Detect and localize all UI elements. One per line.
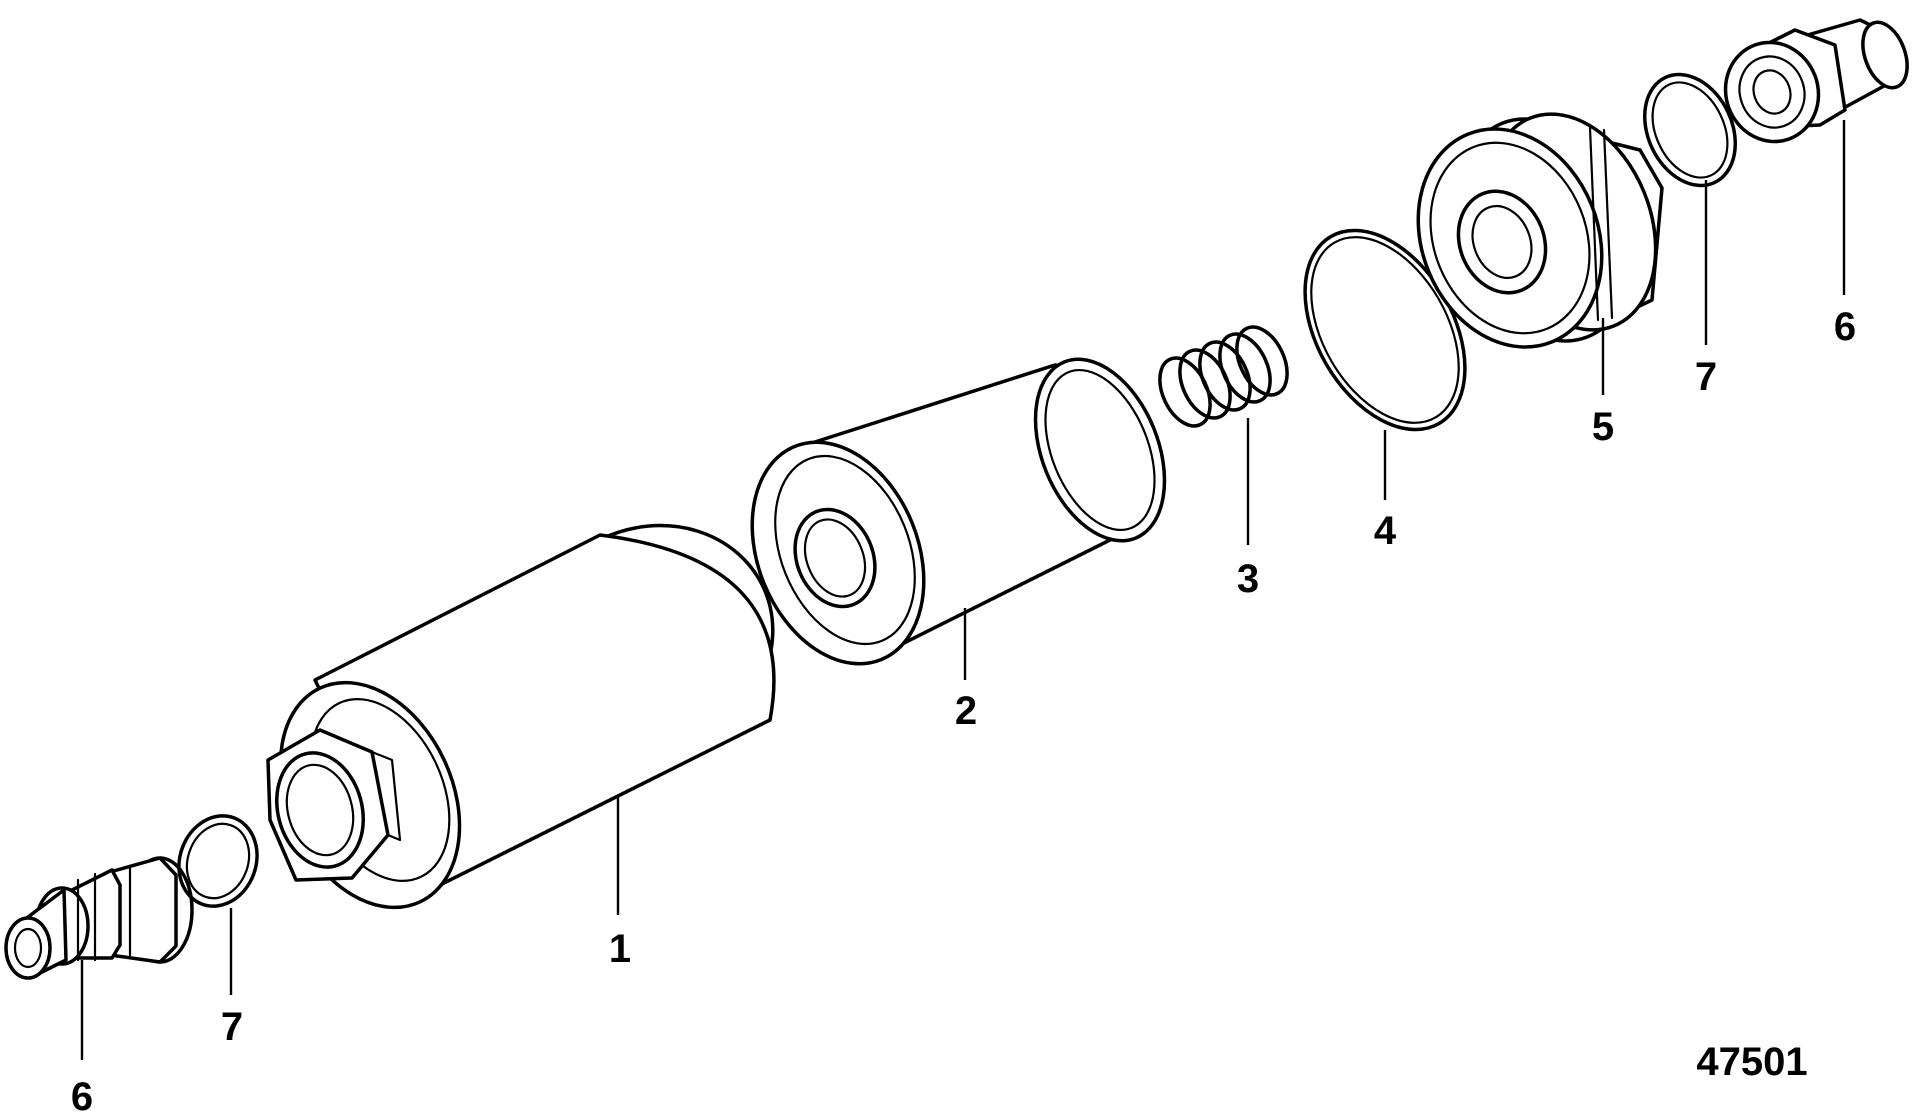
callout-4: 4 (1374, 509, 1397, 553)
callout-2: 2 (955, 689, 977, 733)
callout-6-left: 6 (71, 1075, 93, 1115)
callout-6-right: 6 (1834, 305, 1856, 349)
callout-1: 1 (609, 927, 631, 971)
part-6-right-fitting (1723, 18, 1909, 144)
part-1-filter-housing (266, 523, 776, 910)
part-7-right-o-ring (1642, 72, 1738, 188)
part-2-filter-element (750, 357, 1167, 666)
part-3-spring (1158, 325, 1289, 428)
callout-labels: 1 2 3 4 5 6 6 7 7 (71, 305, 1856, 1115)
callout-7-left: 7 (221, 1005, 243, 1049)
part-6-left-fitting (4, 856, 194, 980)
callout-5: 5 (1592, 405, 1614, 449)
part-7-left-o-ring (177, 814, 259, 908)
callout-3: 3 (1237, 557, 1259, 601)
callout-7-right: 7 (1695, 355, 1717, 399)
figure-code: 47501 (1696, 1040, 1807, 1084)
part-5-filter-cover (1416, 112, 1664, 349)
leader-lines (80, 120, 1846, 1060)
